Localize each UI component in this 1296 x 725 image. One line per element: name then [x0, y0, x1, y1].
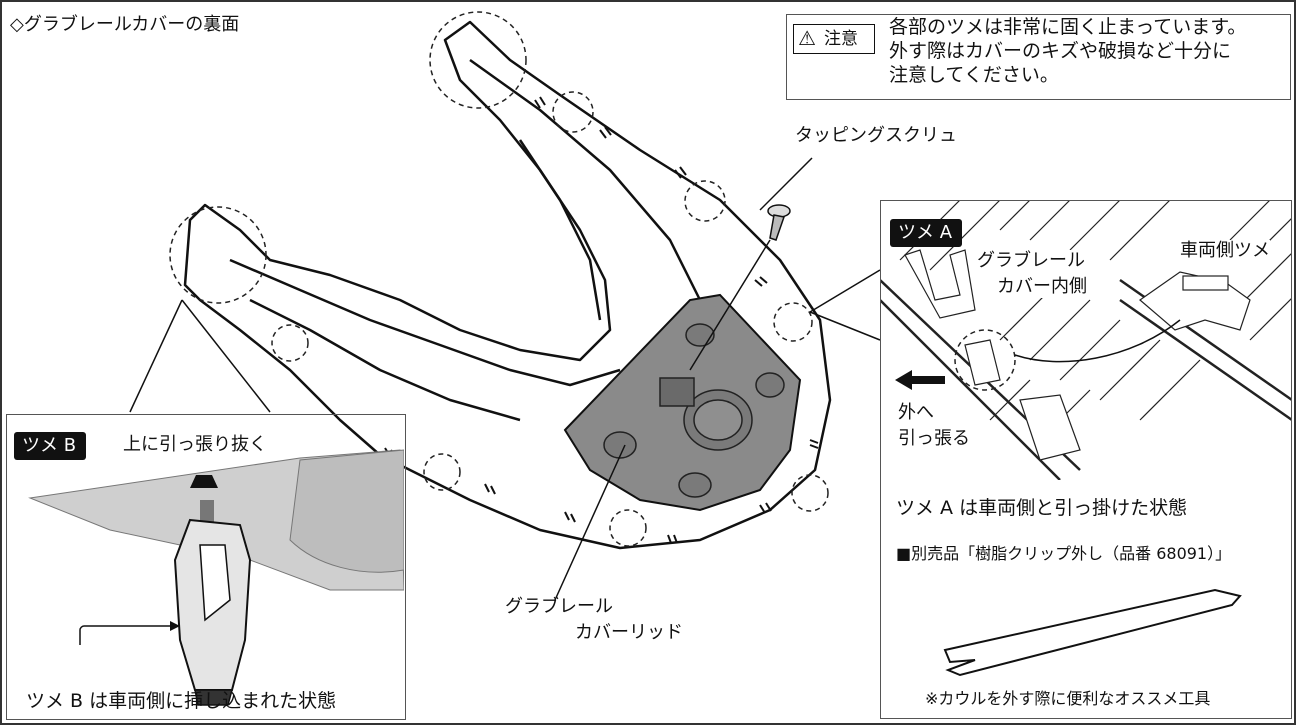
panel-a-vehicle-claw-label: 車両側ツメ [1180, 240, 1270, 262]
leader-lines [129, 157, 881, 601]
caution-badge-label: 注意 [824, 29, 858, 49]
clip-remover-tool [943, 588, 1242, 677]
panel-a [880, 200, 1292, 719]
lid-holes [603, 323, 785, 498]
caution-line-3: 注意してください。 [889, 64, 1059, 86]
caution-line-1: 各部のツメは非常に固く止まっています。 [889, 16, 1247, 38]
warning-icon: ⚠ [798, 26, 816, 50]
tapping-screw [767, 204, 791, 241]
outward-arrow [895, 370, 945, 390]
panel-a-inner-line-2: カバー内側 [997, 276, 1087, 298]
panel-a-pull-line-2: 引っ張る [898, 428, 970, 450]
panel-b [6, 414, 406, 720]
lid-label-line-2: カバーリッド [575, 622, 683, 643]
page-title: ◇グラブレールカバーの裏面 [10, 14, 240, 35]
panel-b-tag: ツメ B [14, 432, 87, 460]
claw-highlight-circles [169, 11, 829, 547]
panel-a-claw-leader [1014, 319, 1181, 363]
screw-label: タッピングスクリュ [795, 125, 957, 146]
panel-a-tag: ツメ A [890, 219, 963, 247]
lid-label-line-1: グラブレール [505, 596, 613, 617]
panel-b-caption: ツメ B は車両側に挿し込まれた状態 [26, 690, 337, 712]
clip-marks [384, 96, 819, 544]
tool-note: ※カウルを外す際に便利なオススメ工具 [925, 689, 1211, 708]
product-note: ■別売品「樹脂クリップ外し（品番 68091）」 [896, 544, 1232, 563]
caution-line-2: 外す際はカバーのキズや破損など十分に [889, 40, 1232, 62]
caution-badge: ⚠ 注意 [793, 24, 875, 54]
panel-b-drawing [28, 449, 404, 706]
panel-a-inner-line-1: グラブレール [977, 250, 1085, 272]
panel-a-caption: ツメ A は車両側と引っ掛けた状態 [896, 497, 1188, 519]
panel-a-claw-circle [954, 329, 1016, 391]
panel-b-instruction: 上に引っ張り抜く [123, 434, 267, 455]
panel-a-pull-line-1: 外へ [898, 402, 934, 424]
